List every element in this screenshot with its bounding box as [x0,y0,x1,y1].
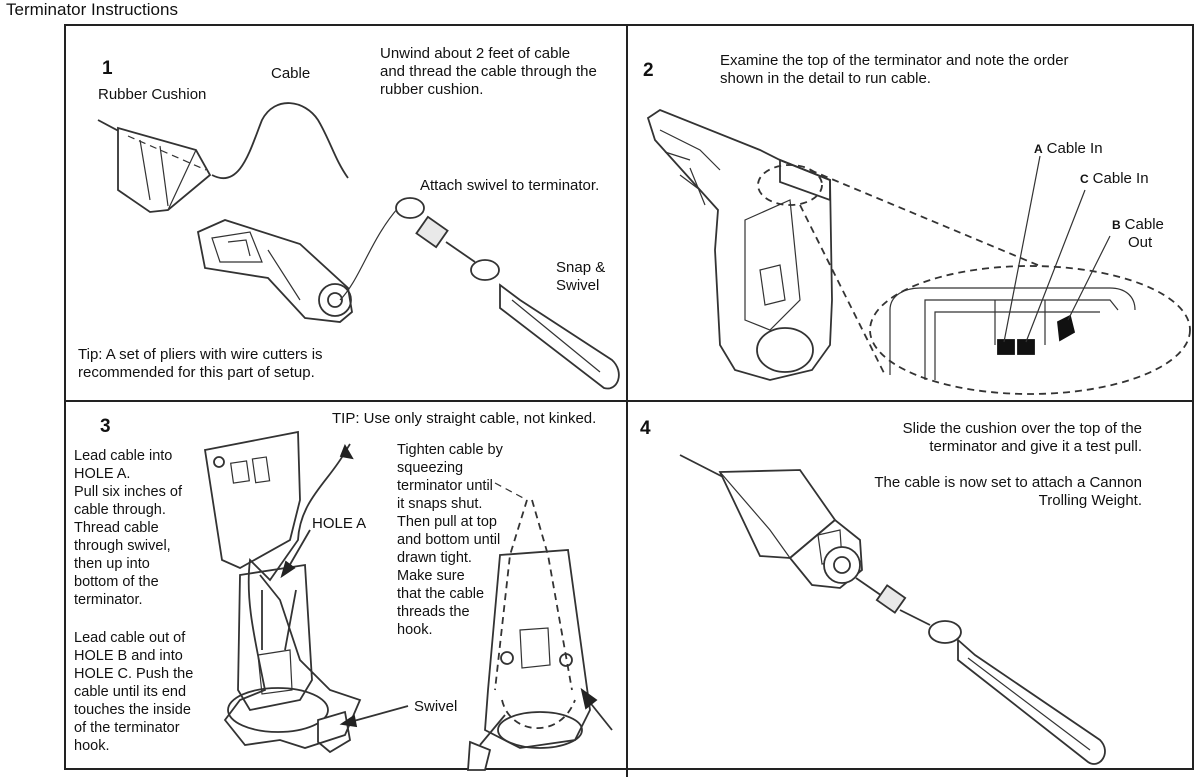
step-3-text-part-2: Lead cable out of HOLE B and into HOLE C… [74,629,193,755]
step-2-illustration [646,108,1191,395]
step-4-note-line: The cable is now set to attach a Cannon [874,474,1142,491]
assembled-terminator-drawing [679,454,1106,765]
open-terminator-drawing [203,430,409,754]
step-2-instruction: Examine the top of the terminator and no… [720,52,1069,88]
step-3-text-line: of the terminator [74,720,180,736]
step-1-instruction-line: rubber cushion. [380,81,484,98]
step-3-text-line: bottom of the [74,574,159,590]
tighten-line: terminator until [397,478,493,494]
step-1-number: 1 [102,58,113,79]
step-3-text-line: cable until its end [74,684,187,700]
step-4-note: The cable is now set to attach a Cannon … [874,474,1142,510]
label-a-text: Cable In [1046,140,1103,157]
step-4-note-line: Trolling Weight. [1038,492,1142,509]
document-title: Terminator Instructions [6,0,178,19]
instruction-frame [64,24,1194,770]
step-3-illustration [203,430,613,771]
label-c-letter: C [1080,172,1089,186]
tighten-instruction: Tighten cable by squeezing terminator un… [397,441,503,639]
step-4-instruction-line: terminator and give it a test pull. [929,438,1142,455]
step-3-text-line: through swivel, [74,538,171,554]
step-3-text-line: Lead cable into [74,448,173,464]
rubber-cushion-drawing [97,119,212,213]
terminator-top-drawing [646,108,833,381]
step-2-instruction-line: Examine the top of the terminator and no… [720,52,1069,69]
step-3-text-line: Lead cable out of [74,630,186,646]
label-c-text: Cable In [1092,170,1149,187]
step-3-text-line: hook. [74,738,110,754]
tighten-line: drawn tight. [397,550,472,566]
step-3-text-line: terminator. [74,592,143,608]
horizontal-divider [64,400,1194,402]
rubber-cushion-label: Rubber Cushion [98,86,207,103]
attach-swivel-label: Attach swivel to terminator. [420,177,600,194]
step-3-text-line: then up into [74,556,150,572]
label-a-letter: A [1034,142,1043,156]
snap-swivel-drawing [395,197,620,390]
step-3-text-part-1: Lead cable into HOLE A. Pull six inches … [74,447,182,609]
step-3-text-line: Pull six inches of [74,484,182,500]
hole-a-label: HOLE A [312,515,367,532]
snap-swivel-line: Snap & [556,259,606,276]
step-4-instruction-line: Slide the cushion over the top of the [902,420,1142,437]
tighten-line: squeezing [397,460,464,476]
tighten-line: hook. [397,622,433,638]
closed-terminator-drawing [467,482,613,771]
step-1-instruction-line: Unwind about 2 feet of cable [380,45,571,62]
tighten-line: Make sure [397,568,465,584]
tighten-line: Tighten cable by [397,442,503,458]
step-4-number: 4 [640,418,651,439]
step-3-text-line: touches the inside [74,702,191,718]
step-1-tip-line: recommended for this part of setup. [78,364,315,381]
step-2-number: 2 [643,60,654,81]
step-3-text-line: HOLE A. [74,466,131,482]
detail-drawing [889,287,1136,380]
snap-swivel-line: Swivel [556,277,600,294]
step-3-number: 3 [100,416,111,437]
step-2-instruction-line: shown in the detail to run cable. [720,70,931,87]
terminator-drawing [196,219,353,323]
tighten-line: it snaps shut. [397,496,483,512]
step-1-instruction: Unwind about 2 feet of cable and thread … [380,45,597,99]
label-b-text: Cable [1124,216,1164,233]
step-3-text-line: cable through. [74,502,166,518]
step-3-text-line: HOLE C. Push the [74,666,194,682]
tighten-line: that the cable [397,586,485,602]
cable-drawing [211,102,349,180]
snap-swivel-label: Snap & Swivel [556,259,605,295]
step-4-instruction: Slide the cushion over the top of the te… [903,420,1142,456]
step-3-tip: TIP: Use only straight cable, not kinked… [332,410,597,427]
step-3-text-line: HOLE B and into [74,648,183,664]
tighten-line: Then pull at top [397,514,497,530]
label-b-text: Out [1128,234,1153,251]
step-3-text-line: Thread cable [74,520,159,536]
step-1-illustration [97,102,620,390]
tighten-line: threads the [397,604,470,620]
swivel-label: Swivel [414,698,458,715]
step-1-tip: Tip: A set of pliers with wire cutters i… [78,346,323,382]
step-1-instruction-line: and thread the cable through the [380,63,597,80]
tighten-line: and bottom until [397,532,501,548]
step-1-tip-line: Tip: A set of pliers with wire cutters i… [78,346,323,363]
label-b-letter: B [1112,218,1121,232]
cable-label: Cable [271,65,311,82]
